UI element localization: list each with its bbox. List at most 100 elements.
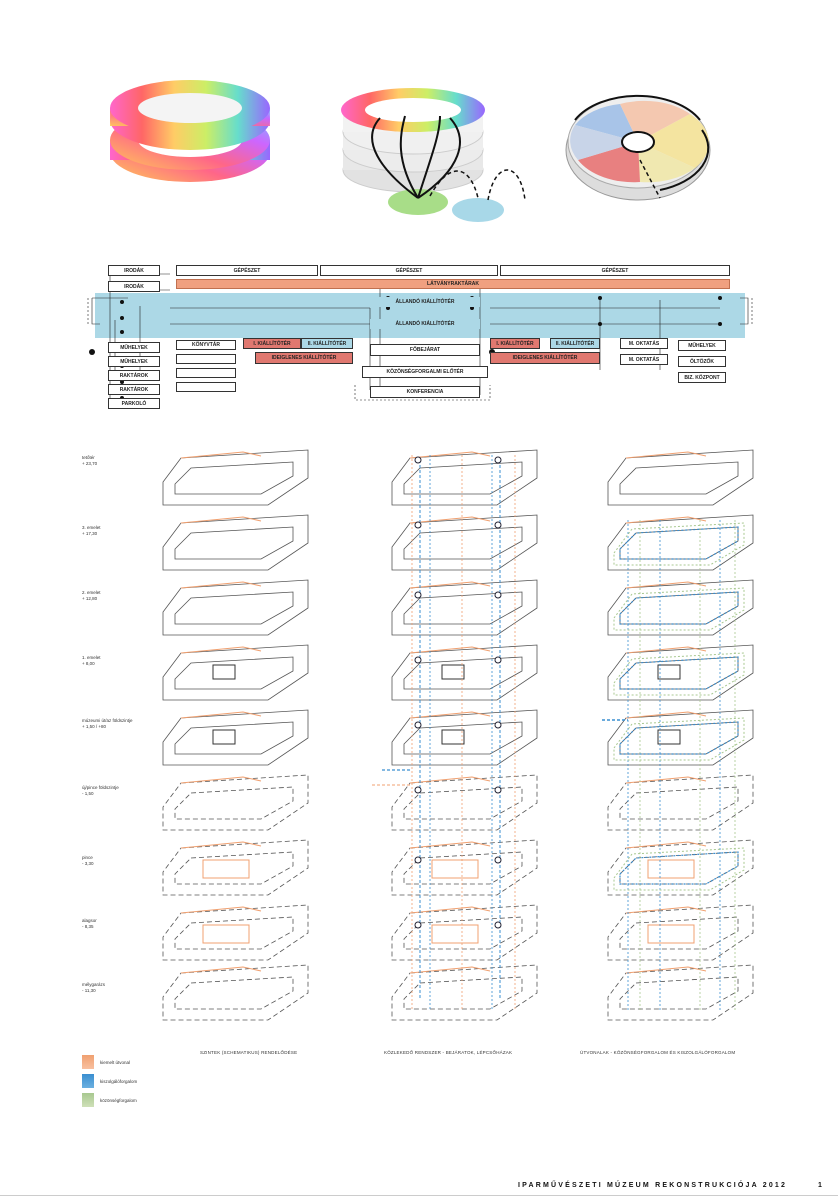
- level-label: új/pince földszintje- 1,50: [82, 785, 152, 797]
- courtyard-outline: [657, 664, 681, 680]
- blue-route-outline: [619, 591, 739, 625]
- level-name: új/pince földszintje: [82, 785, 119, 790]
- legend-item-1: kiemelt útvonal: [82, 1055, 130, 1069]
- stair-marker: [494, 521, 502, 529]
- gepeszet-box-1: GÉPÉSZET: [176, 265, 318, 276]
- level-name: múzeumi út/az földszintje: [82, 718, 133, 723]
- level-name: 2. emelet: [82, 590, 101, 595]
- ideiglenes-left: IDEIGLENES KIÁLLÍTÓTÉR: [255, 352, 353, 364]
- green-route-outline: [613, 522, 745, 566]
- legend-label: kiemelt útvonal: [100, 1059, 131, 1065]
- level-elevation: + 8,00: [82, 661, 95, 666]
- konyvtar-sub-1: [176, 354, 236, 364]
- stair-marker: [494, 721, 502, 729]
- green-route-outline: [613, 847, 745, 891]
- function-schema: GÉPÉSZET GÉPÉSZET GÉPÉSZET LÁTVÁNYRAKTÁR…: [80, 260, 760, 410]
- floor-plate: [162, 449, 309, 506]
- floor-plate: [607, 904, 754, 961]
- legend-item-2: kiszolgálóforgalom: [82, 1074, 137, 1088]
- green-route-outline: [613, 717, 745, 761]
- legend-swatch-orange: [82, 1055, 94, 1069]
- level-name: 1. emelet: [82, 655, 101, 660]
- konyvtar-box: KÖNYVTÁR: [176, 340, 236, 350]
- footer-title: IPARMŰVÉSZETI MÚZEUM REKONSTRUKCIÓJA 201…: [518, 1182, 788, 1189]
- level-name: 3. emelet: [82, 525, 101, 530]
- oktatas-2: M. OKTATÁS: [620, 354, 668, 365]
- floor-plate: [391, 904, 538, 961]
- floor-plate: [391, 514, 538, 571]
- left-box-0: IRODÁK: [108, 265, 160, 276]
- stacked-rings-left: [110, 80, 270, 182]
- stair-marker: [414, 591, 422, 599]
- konferencia-box: KONFERENCIA: [370, 386, 480, 398]
- konyvtar-sub-3: [176, 382, 236, 392]
- level-name: pince: [82, 855, 93, 860]
- stair-marker: [494, 456, 502, 464]
- level-name: tetőtér: [82, 455, 95, 460]
- left-box-2: MŰHELYEK: [108, 342, 160, 353]
- level-elevation: + 23,70: [82, 461, 98, 466]
- stair-marker: [414, 456, 422, 464]
- stair-marker: [494, 591, 502, 599]
- stair-marker: [414, 521, 422, 529]
- left-box-4: RAKTÁROK: [108, 370, 160, 381]
- left-box-3: MŰHELYEK: [108, 356, 160, 367]
- courtyard-outline: [441, 664, 465, 680]
- orange-room: [431, 924, 479, 944]
- konyvtar-sub-2: [176, 368, 236, 378]
- level-label: 2. emelet+ 12,80: [82, 590, 152, 602]
- floor-plate: [607, 964, 754, 1021]
- left-box-1: IRODÁK: [108, 281, 160, 292]
- stair-marker: [414, 786, 422, 794]
- axonometric-stacks: [162, 449, 754, 1021]
- floor-plate: [162, 709, 309, 766]
- stair-marker: [414, 656, 422, 664]
- left-box-5: RAKTÁROK: [108, 384, 160, 395]
- floor-plate: [391, 709, 538, 766]
- caption-2: KÖZLEKEDŐ RENDSZER - BEJÁRATOK, LÉPCSŐHÁ…: [384, 1050, 513, 1055]
- allando-kiallitoter-1: ÁLLANDÓ KIÁLLÍTÓTÉR: [370, 297, 480, 307]
- courtyard-outline: [441, 729, 465, 745]
- level-elevation: - 8,35: [82, 924, 94, 929]
- legend-label: közönségforgalom: [100, 1097, 137, 1103]
- level-label: mélygarázs- 11,30: [82, 982, 152, 994]
- legend-swatch-green: [82, 1093, 94, 1107]
- courtyard-outline: [657, 729, 681, 745]
- blue-route-outline: [619, 851, 739, 885]
- floor-plate: [391, 839, 538, 896]
- floor-plate: [162, 964, 309, 1021]
- level-elevation: + 1,50 / +80: [82, 724, 107, 729]
- floor-plate: [391, 644, 538, 701]
- ideiglenes-right: IDEIGLENES KIÁLLÍTÓTÉR: [490, 352, 600, 364]
- floor-plate: [607, 774, 754, 831]
- floor-plate: [607, 449, 754, 506]
- right-box-2: BIZ. KÖZPONT: [678, 372, 726, 383]
- orange-room: [202, 924, 250, 944]
- orange-room: [202, 859, 250, 879]
- latvanyraktarak-bar: LÁTVÁNYRAKTÁRAK: [176, 279, 730, 289]
- allando-kiallitoter-2: ÁLLANDÓ KIÁLLÍTÓTÉR: [370, 319, 480, 329]
- floor-plate: [391, 579, 538, 636]
- courtyard-outline: [212, 729, 236, 745]
- orange-room: [431, 859, 479, 879]
- stair-marker: [494, 856, 502, 864]
- stair-marker: [494, 656, 502, 664]
- level-label: 1. emelet+ 8,00: [82, 655, 152, 667]
- page-number: 1: [818, 1182, 822, 1189]
- level-label: alagsor- 8,35: [82, 918, 152, 930]
- legend-item-3: közönségforgalom: [82, 1093, 137, 1107]
- level-label: múzeumi út/az földszintje+ 1,50 / +80: [82, 718, 152, 730]
- stair-marker: [414, 856, 422, 864]
- floor-plate: [162, 839, 309, 896]
- courtyard-outline: [212, 664, 236, 680]
- caption-3: ÚTVONALAK - KÖZÖNSÉGFORGALOM ÉS KISZOLGÁ…: [580, 1050, 736, 1055]
- floor-plate: [162, 904, 309, 961]
- right-box-0: MŰHELYEK: [678, 340, 726, 351]
- caption-1: SZINTEK (SCHEMATIKUS) RENDELŐDÉSE: [200, 1050, 298, 1055]
- level-name: mélygarázs: [82, 982, 106, 987]
- floor-plate: [391, 449, 538, 506]
- floor-plate: [162, 579, 309, 636]
- kiallitoter-right-2: II. KIÁLLÍTÓTÉR: [550, 338, 600, 349]
- orange-room: [647, 859, 695, 879]
- orange-room: [647, 924, 695, 944]
